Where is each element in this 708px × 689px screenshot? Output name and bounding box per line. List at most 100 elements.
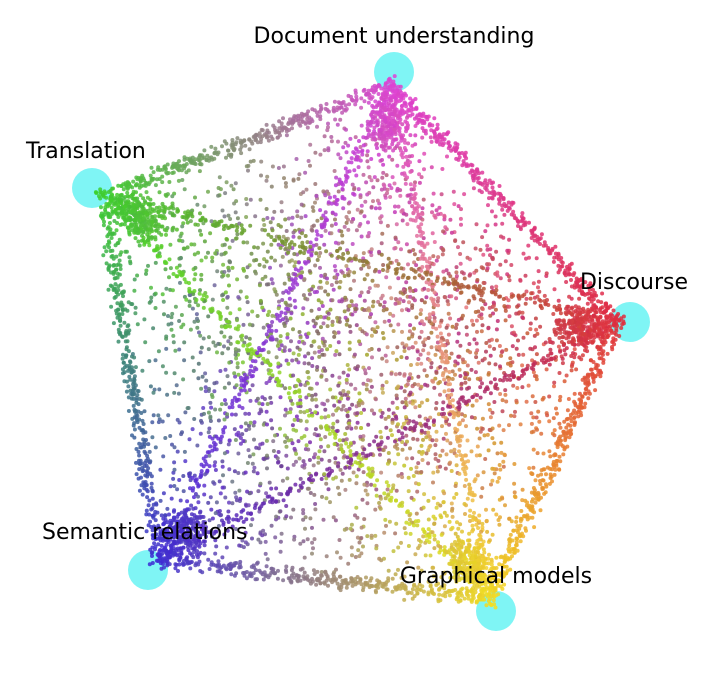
document-point <box>357 554 362 559</box>
document-point <box>219 324 224 329</box>
document-point <box>499 350 504 355</box>
document-point <box>121 294 125 299</box>
document-point <box>494 327 499 332</box>
document-point <box>326 316 331 321</box>
document-point <box>419 470 424 474</box>
document-point <box>379 252 384 257</box>
document-point <box>372 483 377 488</box>
document-point <box>352 151 357 156</box>
document-point <box>396 545 401 550</box>
document-point <box>336 100 341 105</box>
document-point <box>178 256 183 261</box>
document-point <box>467 482 472 487</box>
document-point <box>407 517 412 522</box>
document-point <box>452 202 457 207</box>
document-point <box>270 164 275 169</box>
document-point <box>197 291 202 296</box>
document-point <box>301 293 306 298</box>
document-point <box>419 240 424 245</box>
document-point <box>467 385 471 390</box>
document-point <box>134 190 138 195</box>
document-point <box>531 465 536 470</box>
document-point <box>424 373 429 378</box>
document-point <box>408 323 413 328</box>
document-point <box>300 566 305 571</box>
document-point <box>304 395 309 400</box>
document-point <box>323 228 328 233</box>
document-point <box>367 175 372 179</box>
document-point <box>310 540 315 545</box>
document-point <box>261 241 266 246</box>
document-point <box>327 458 332 463</box>
document-point <box>415 349 420 354</box>
document-point <box>252 245 257 250</box>
document-point <box>396 322 401 327</box>
document-point <box>312 455 316 460</box>
document-point <box>344 585 349 590</box>
document-point <box>344 437 349 442</box>
document-point <box>572 408 577 413</box>
document-point <box>417 335 422 340</box>
document-point <box>311 546 315 551</box>
document-point <box>503 388 508 393</box>
document-point <box>214 500 219 505</box>
document-point <box>480 323 485 328</box>
document-point <box>527 255 531 260</box>
document-point <box>429 139 434 144</box>
document-point <box>171 333 176 338</box>
document-point <box>435 334 440 339</box>
document-point <box>447 412 452 417</box>
document-point <box>548 466 553 471</box>
document-point <box>457 471 462 476</box>
document-point <box>492 471 497 476</box>
document-point <box>505 248 510 253</box>
document-point <box>538 508 543 513</box>
document-point <box>536 285 540 290</box>
document-point <box>406 193 411 198</box>
document-point <box>197 330 201 335</box>
document-point <box>264 122 269 127</box>
document-point <box>270 281 275 286</box>
document-point <box>326 148 331 153</box>
document-point <box>456 245 460 250</box>
document-point <box>241 545 246 550</box>
document-point <box>493 386 498 390</box>
document-point <box>243 411 248 416</box>
document-point <box>208 231 213 236</box>
document-point <box>196 361 201 366</box>
document-point <box>333 268 338 273</box>
document-point <box>474 222 479 227</box>
document-point <box>269 400 274 405</box>
document-point <box>371 185 376 190</box>
document-point <box>240 406 245 410</box>
document-point <box>367 190 372 195</box>
document-point <box>340 240 345 245</box>
document-point <box>512 481 517 486</box>
document-point <box>252 420 257 425</box>
document-point <box>347 347 352 352</box>
document-point <box>459 290 464 295</box>
document-point <box>469 367 474 372</box>
document-point <box>232 469 237 474</box>
document-point <box>503 392 508 397</box>
document-point <box>391 483 396 488</box>
document-point <box>359 290 364 295</box>
document-point <box>530 515 535 520</box>
document-point <box>235 365 240 370</box>
document-point <box>478 385 483 390</box>
document-point <box>534 352 539 357</box>
document-point <box>168 484 173 489</box>
document-point <box>337 319 342 324</box>
document-point <box>362 277 367 282</box>
document-point <box>447 519 452 524</box>
document-point <box>406 544 411 548</box>
document-point <box>274 328 279 333</box>
document-point <box>196 500 201 505</box>
document-point <box>361 470 366 475</box>
document-point <box>383 353 388 358</box>
document-point <box>326 292 331 297</box>
document-point <box>284 133 289 138</box>
document-point <box>297 172 302 177</box>
document-point <box>173 348 178 353</box>
document-point <box>399 247 403 252</box>
